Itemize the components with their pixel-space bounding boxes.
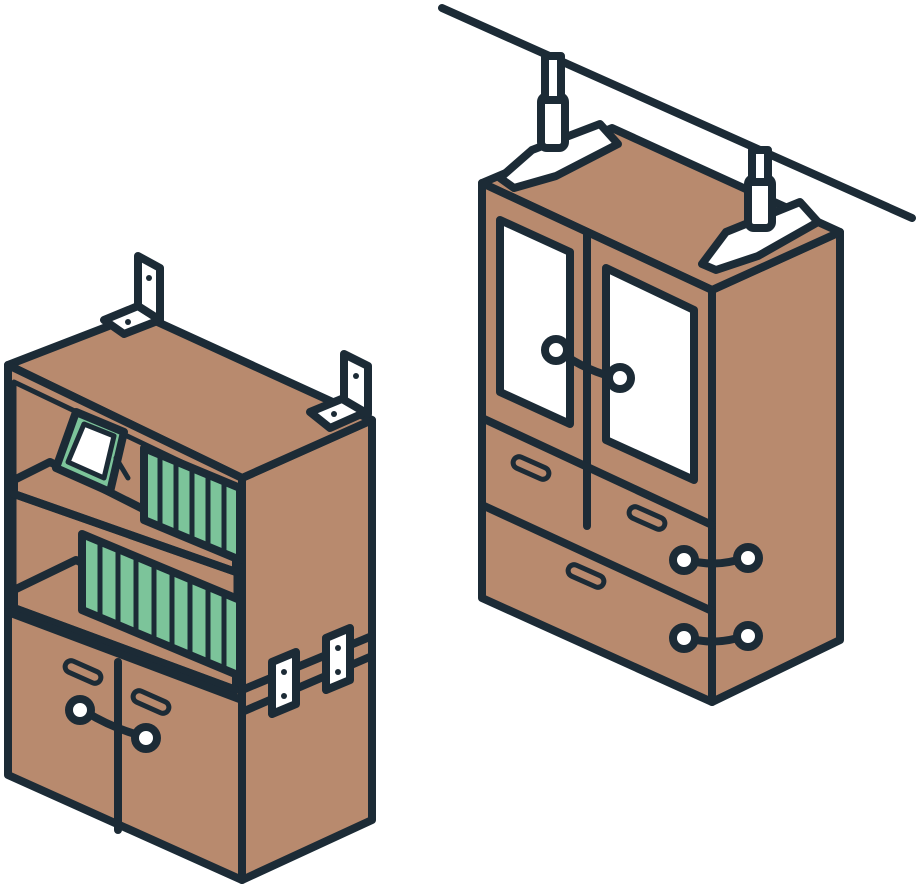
drawer-pull bbox=[62, 658, 104, 686]
photo-frame bbox=[52, 408, 131, 496]
drawer-pull bbox=[510, 454, 552, 482]
ceiling-rail bbox=[438, 4, 916, 222]
drawer-pull bbox=[565, 562, 607, 590]
wall-bracket-right bbox=[306, 350, 372, 432]
ceiling-anchor-left bbox=[496, 52, 622, 192]
strap-bracket bbox=[268, 648, 300, 718]
safety-strap bbox=[238, 624, 376, 718]
door-handle bbox=[541, 335, 635, 393]
books-lower-shelf bbox=[78, 530, 244, 680]
side-handle-upper bbox=[669, 543, 763, 575]
bookshelf-cabinet bbox=[4, 252, 376, 884]
cabinet-handle bbox=[65, 695, 161, 753]
strap-bracket bbox=[322, 624, 354, 694]
books-upper-shelf bbox=[140, 444, 244, 564]
ceiling-anchor-right bbox=[698, 146, 822, 274]
wardrobe-cabinet bbox=[478, 52, 844, 706]
drawer-pull bbox=[130, 688, 172, 716]
drawer-pull bbox=[626, 504, 668, 532]
side-handle-lower bbox=[669, 621, 763, 653]
wall-bracket-left bbox=[100, 252, 164, 338]
glass-panel-left bbox=[496, 216, 574, 428]
